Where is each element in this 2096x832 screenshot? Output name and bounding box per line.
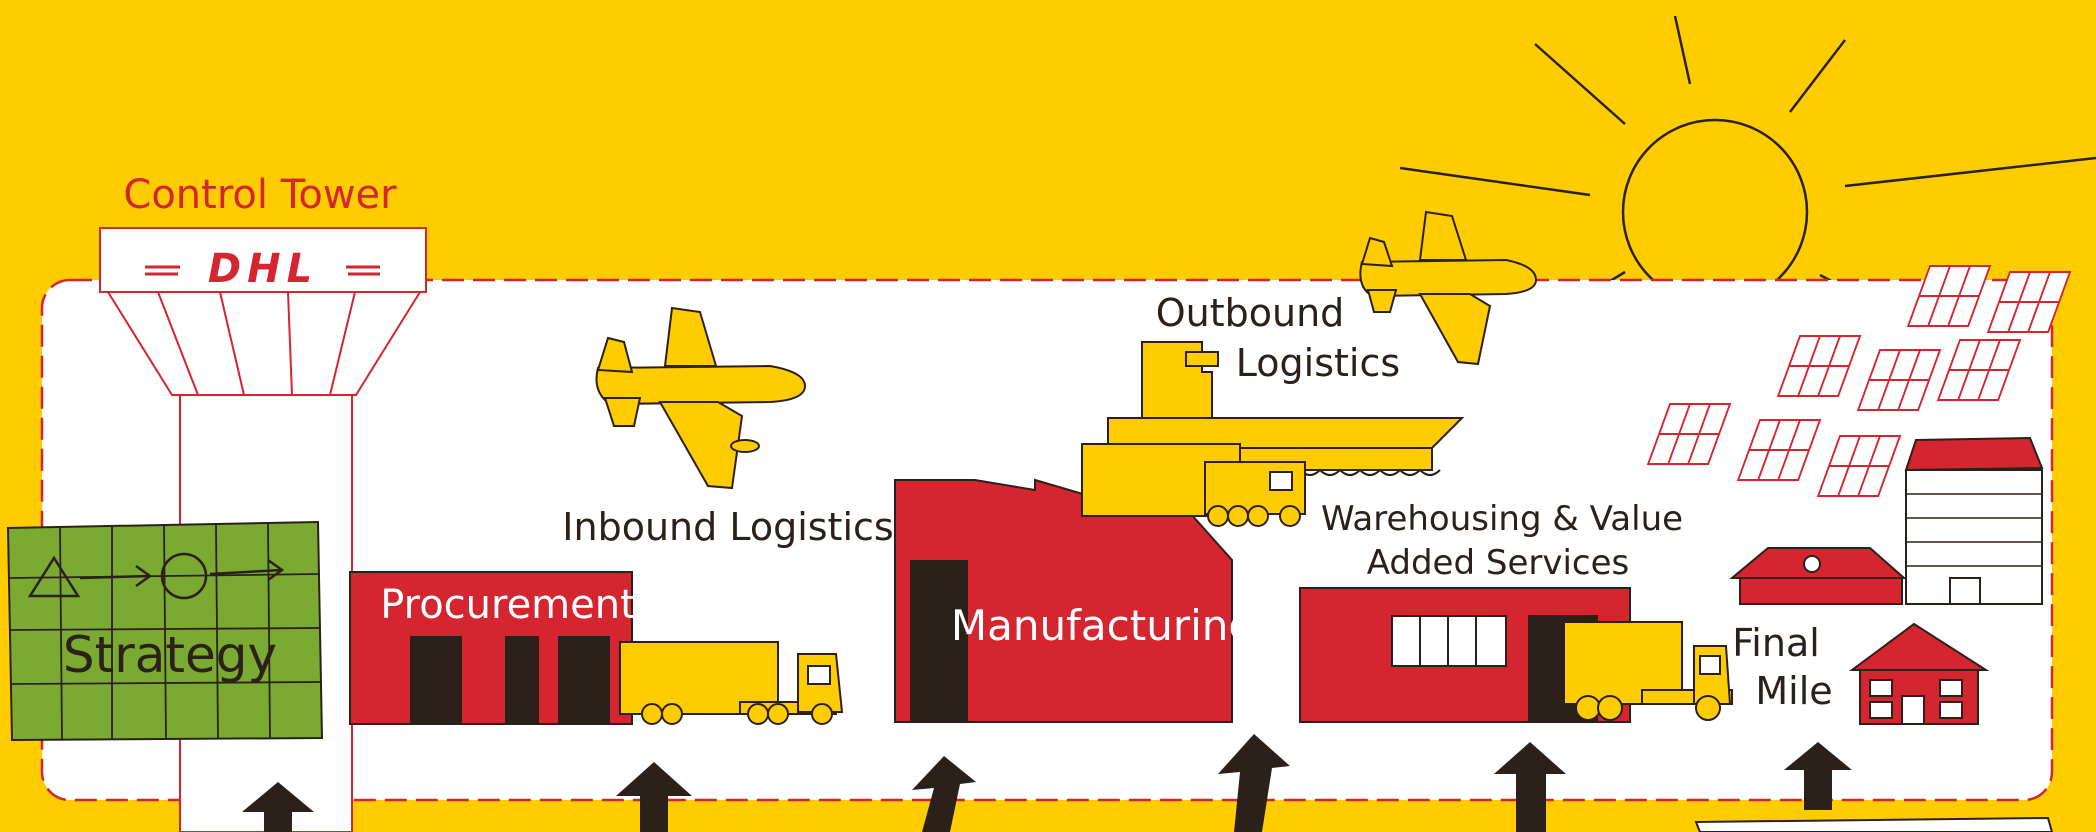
airplane-icon-1 [595, 306, 807, 490]
barn-building [1729, 547, 1907, 605]
airplane-icon-2 [1359, 210, 1538, 366]
final-mile-label-1: Final [1732, 621, 1820, 665]
outbound-logistics-label-1: Outbound [1156, 291, 1345, 335]
warehousing-label-1: Warehousing & Value [1321, 499, 1683, 539]
inbound-logistics-label: Inbound Logistics [562, 505, 893, 549]
warehousing-label-2: Added Services [1367, 543, 1630, 583]
strategy-board: Strategy [6, 520, 324, 742]
truck-icon-1 [619, 641, 844, 725]
truck-icon-3 [1563, 621, 1733, 721]
truck-icon-2 [1081, 443, 1306, 527]
arrow-icon-1 [242, 782, 314, 832]
dhl-logo-text: DHL [208, 246, 318, 292]
manufacturing-label: Manufacturing [951, 601, 1255, 650]
arrow-icon-6 [1784, 742, 1852, 810]
dhl-logo: DHL [145, 246, 380, 292]
office-building [1904, 436, 2044, 605]
solar-panels-icon [1646, 265, 2072, 497]
procurement-building: Procurement [349, 571, 636, 725]
arrow-icon-3 [912, 756, 976, 832]
control-tower-label: Control Tower [123, 172, 397, 218]
arrow-icon-4 [1218, 734, 1290, 832]
manufacturing-building: Manufacturing [894, 478, 1255, 723]
final-mile-label-2: Mile [1755, 669, 1832, 713]
strategy-flow-icon [27, 552, 285, 600]
bottom-arrows [242, 734, 1852, 832]
outbound-logistics-label-2: Logistics [1236, 341, 1400, 385]
arrow-icon-2 [616, 762, 692, 832]
house-building [1848, 622, 1990, 725]
bottom-card [1694, 816, 2054, 832]
procurement-label: Procurement [380, 582, 636, 628]
strategy-label: Strategy [63, 626, 277, 684]
arrow-icon-5 [1494, 742, 1566, 832]
